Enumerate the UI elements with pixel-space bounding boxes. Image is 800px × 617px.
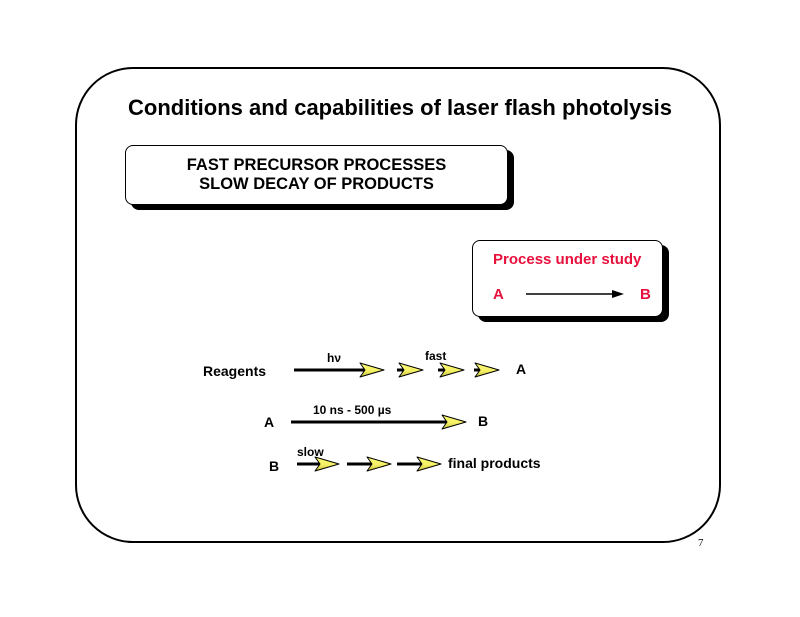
- process-arrow-head: [612, 290, 624, 298]
- process-to-label: B: [640, 286, 651, 303]
- yellow-arrowhead: [441, 414, 467, 430]
- reagents-label: Reagents: [203, 363, 267, 379]
- yellow-arrowhead: [398, 362, 424, 378]
- slow-arrowhead-2: [366, 456, 392, 472]
- slide-title: Conditions and capabilities of laser fla…: [128, 95, 672, 120]
- yellow-arrowhead: [474, 362, 500, 378]
- slide-frame: [75, 67, 721, 543]
- fast-arrowhead-2: [439, 362, 465, 378]
- precursor-line-2: SLOW DECAY OF PRODUCTS: [199, 175, 434, 193]
- hv-arrowhead: [359, 362, 385, 378]
- slow-arrowhead-1: [314, 456, 340, 472]
- process-heading: Process under study: [493, 251, 642, 268]
- page-number: 7: [698, 537, 704, 549]
- slow-arrowhead-3: [416, 456, 442, 472]
- slow-label: slow: [297, 445, 324, 459]
- process-from-label: A: [493, 286, 504, 303]
- time-arrowhead: [441, 414, 467, 430]
- fast-arrowhead-1: [398, 362, 424, 378]
- time-range-label: 10 ns - 500 µs: [313, 403, 392, 417]
- row2-b-label: B: [478, 413, 489, 429]
- process-under-study-box: Process under study A B: [472, 240, 663, 317]
- final-products-label: final products: [448, 455, 541, 471]
- yellow-arrowhead: [416, 456, 442, 472]
- yellow-arrowhead: [439, 362, 465, 378]
- yellow-arrowhead: [314, 456, 340, 472]
- fast-arrowhead-3: [474, 362, 500, 378]
- hv-label: hν: [327, 351, 342, 365]
- yellow-arrowhead: [366, 456, 392, 472]
- product-a-label: A: [516, 361, 527, 377]
- row2-a-label: A: [264, 414, 275, 430]
- row3-b-label: B: [269, 458, 280, 474]
- precursor-box: FAST PRECURSOR PROCESSES SLOW DECAY OF P…: [125, 145, 508, 205]
- precursor-line-1: FAST PRECURSOR PROCESSES: [186, 156, 447, 174]
- fast-label: fast: [425, 349, 447, 363]
- yellow-arrowhead: [359, 362, 385, 378]
